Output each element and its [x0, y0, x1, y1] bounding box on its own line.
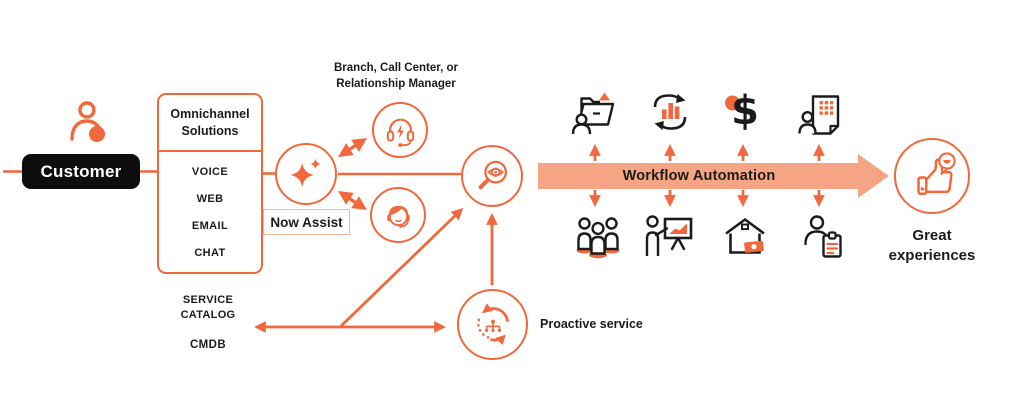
- outcome-node: [894, 138, 970, 214]
- service-catalog-line1: SERVICE: [182, 294, 234, 306]
- people-group-icon: [570, 210, 626, 262]
- omnichannel-channel-list: VOICE WEB EMAIL CHAT: [159, 152, 261, 272]
- now-assist-node: [275, 143, 337, 205]
- sparkle-icon: [289, 158, 321, 188]
- channel-chat: CHAT: [194, 246, 226, 259]
- outcome-label-line2: experiences: [888, 247, 976, 265]
- omnichannel-title-line1: Omnichannel: [170, 107, 250, 121]
- cycle-org-icon: [476, 302, 509, 345]
- dollar-icon: $: [717, 86, 769, 138]
- outcome-label-line1: Great: [912, 227, 952, 244]
- agent-headset-icon: [386, 205, 410, 228]
- eye-magnifier-icon: [478, 160, 507, 189]
- arrow-catalog-to-insight: [340, 207, 464, 328]
- person-icon: [64, 98, 112, 150]
- branch-label-line1: Branch, Call Center, or: [334, 62, 458, 74]
- proactive-label: Proactive service: [540, 317, 660, 331]
- branch-label-line2: Relationship Manager: [336, 77, 456, 90]
- folder-person-icon: [569, 88, 621, 140]
- workflow-banner-arrow: [538, 154, 889, 198]
- omnichannel-title-line2: Solutions: [181, 123, 239, 138]
- channel-email: EMAIL: [191, 219, 229, 232]
- proactive-text: Proactive service: [540, 317, 643, 331]
- house-money-icon: [719, 210, 771, 262]
- branch-label: Branch, Call Center, or Relationship Man…: [306, 61, 486, 92]
- channel-voice: VOICE: [191, 165, 229, 178]
- service-catalog-line2: CATALOG: [180, 308, 236, 321]
- workflow-banner: Workflow Automation: [538, 163, 860, 189]
- service-catalog-label: SERVICE CATALOG: [158, 293, 258, 323]
- workflow-banner-label: Workflow Automation: [622, 168, 776, 184]
- outcome-label: Great experiences: [871, 226, 993, 267]
- now-assist-label: Now Assist: [270, 214, 343, 230]
- svg-text:$: $: [731, 88, 759, 134]
- arrow-nowassist-live-agent: [338, 191, 367, 210]
- proactive-node: [457, 289, 528, 360]
- thumbs-up-bubble-icon: [917, 152, 956, 196]
- customer-label: Customer: [40, 161, 122, 181]
- person-clipboard-icon: [796, 210, 848, 262]
- channel-web: WEB: [196, 192, 224, 205]
- insight-node: [461, 145, 523, 207]
- live-agent-node: [370, 187, 426, 243]
- building-person-icon: [793, 88, 845, 140]
- arrow-nowassist-virtual-agent: [338, 138, 367, 157]
- customer-node: Customer: [22, 154, 140, 189]
- headset-lightning-icon: [386, 118, 414, 147]
- presenter-chart-icon: [640, 210, 696, 262]
- omnichannel-box: Omnichannel Solutions VOICE WEB EMAIL CH…: [157, 93, 263, 274]
- virtual-agent-node: [372, 102, 428, 158]
- now-assist-tag: Now Assist: [263, 209, 350, 235]
- cmdb-text: CMDB: [189, 339, 227, 351]
- cmdb-label: CMDB: [158, 339, 258, 351]
- omnichannel-title: Omnichannel Solutions: [159, 95, 261, 152]
- chart-sync-icon: [644, 86, 696, 138]
